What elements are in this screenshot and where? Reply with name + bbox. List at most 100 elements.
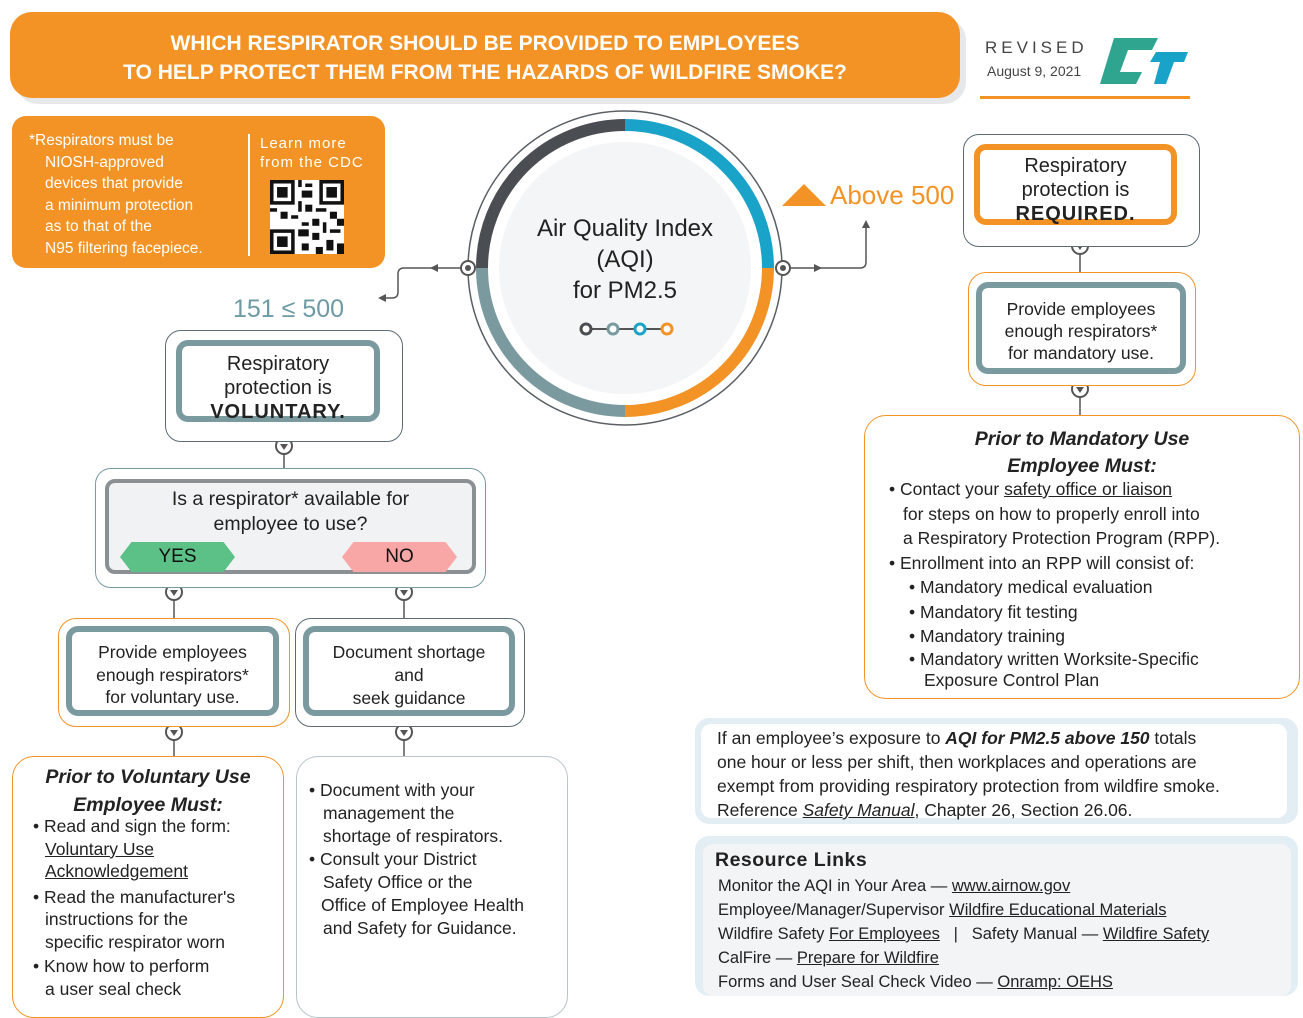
no-option[interactable]: NO <box>342 542 457 572</box>
shortage-bullet-text: management the <box>323 803 455 823</box>
resource-row: Monitor the AQI in Your Area — www.airno… <box>718 874 1288 898</box>
mandatory-sub-bullet: • Mandatory written Worksite-Specific <box>909 648 1199 669</box>
required-line: Respiratory <box>1024 155 1127 177</box>
airnow-link[interactable]: www.airnow.gov <box>951 877 1071 895</box>
voluntary-bullet: • Read and sign the form: <box>33 816 231 836</box>
note-line: NIOSH-approved <box>45 153 164 171</box>
required-line: protection is <box>1021 179 1130 201</box>
safety-manual-link[interactable]: Safety Manual <box>802 800 915 820</box>
exempt-text: totals <box>1149 728 1197 748</box>
voluntary-line: Respiratory <box>226 353 330 375</box>
voluntary-use-form-link[interactable]: Acknowledgement <box>45 861 188 881</box>
shortage-bullet-text: shortage of respirators. <box>323 826 503 846</box>
yes-option[interactable]: YES <box>120 542 235 572</box>
mandatory-sub-bullet: • Mandatory medical evaluation <box>909 577 1153 597</box>
aqi-line: Air Quality Index <box>536 215 714 242</box>
niosh-note: *Respirators must be NIOSH-approved devi… <box>12 116 385 268</box>
aqi-label: Air Quality Index (AQI) for PM2.5 <box>500 213 750 306</box>
resource-text: Forms and User Seal Check Video — <box>718 973 998 991</box>
exempt-line: one hour or less per shift, then workpla… <box>717 752 1197 772</box>
aqi-line: (AQI) <box>596 246 654 273</box>
threshold-151-500: 151 ≤ 500 <box>233 295 345 323</box>
exempt-line: If an employee’s exposure to AQI for PM2… <box>717 726 1297 750</box>
note-line: N95 filtering facepiece. <box>45 239 203 257</box>
voluntary-emphasis: VOLUNTARY. <box>210 401 346 423</box>
voluntary-provide-line: enough respirators* <box>96 664 249 685</box>
required-emphasis: REQUIRED. <box>1015 203 1136 225</box>
mandatory-sub-bullet: Exposure Control Plan <box>924 669 1100 690</box>
exempt-text: Reference <box>717 800 803 820</box>
mandatory-prior-title: Prior to Mandatory Use <box>974 428 1190 450</box>
banner-line-2: TO HELP PROTECT THEM FROM THE HAZARDS OF… <box>123 61 847 84</box>
mandatory-line: enough respirators* <box>1004 321 1158 341</box>
mandatory-line: Provide employees <box>1006 299 1156 319</box>
resource-text: CalFire — <box>718 949 797 967</box>
shortage-box: Document shortage and seek guidance <box>295 618 525 727</box>
learn-more-line: Learn more <box>260 135 347 152</box>
resource-text: Employee/Manager/Supervisor <box>718 901 950 919</box>
mandatory-sub-bullet: • Mandatory fit testing <box>909 601 1078 622</box>
learn-more-line: from the CDC <box>260 154 364 171</box>
exempt-note: If an employee’s exposure to AQI for PM2… <box>695 718 1298 824</box>
revised-label: REVISED <box>985 38 1088 57</box>
resource-text: Wildfire Safety <box>718 925 829 943</box>
shortage-line: Document shortage <box>332 642 486 662</box>
resource-links-title: Resource Links <box>715 849 868 871</box>
wildfire-safety-link[interactable]: Wildfire Safety <box>1102 925 1210 943</box>
safety-office-link[interactable]: safety office or liaison <box>1004 479 1173 499</box>
shortage-steps-box: • Document with your management the shor… <box>296 756 568 1018</box>
voluntary-provide-line: for voluntary use. <box>105 687 240 707</box>
resource-row: CalFire — Prepare for Wildfire <box>718 946 1288 970</box>
revised-date: August 9, 2021 <box>987 63 1082 79</box>
voluntary-prior-title: Employee Must: <box>73 794 223 816</box>
voluntary-use-form-link[interactable]: Voluntary Use <box>45 838 154 859</box>
resource-row: Wildfire Safety For Employees | Safety M… <box>718 922 1288 946</box>
mandatory-line: for mandatory use. <box>1008 343 1154 363</box>
threshold-above-500: Above 500 <box>830 180 955 210</box>
revised-underline <box>980 96 1190 99</box>
voluntary-prior-title: Prior to Voluntary Use <box>45 766 251 788</box>
mandatory-provide-box: Provide employees enough respirators* fo… <box>968 272 1196 386</box>
resource-text: | Safety Manual — <box>939 925 1103 943</box>
resource-links: Resource Links Monitor the AQI in Your A… <box>695 836 1298 996</box>
question-line: employee to use? <box>213 513 368 535</box>
resource-row: Employee/Manager/Supervisor Wildfire Edu… <box>718 898 1288 922</box>
mandatory-bullet: • Enrollment into an RPP will consist of… <box>889 552 1195 573</box>
mandatory-sub-bullet: • Mandatory training <box>909 626 1065 646</box>
shortage-bullet: • Consult your District <box>309 849 477 869</box>
shortage-line: and <box>394 665 424 685</box>
bullet-text: • Contact your <box>889 479 1005 499</box>
banner-line-1: WHICH RESPIRATOR SHOULD BE PROVIDED TO E… <box>170 32 800 55</box>
qr-code-icon[interactable] <box>270 180 344 254</box>
flow-connectors <box>165 220 1089 756</box>
voluntary-provide-line: Provide employees <box>98 642 247 662</box>
voluntary-bullet: • Know how to perform <box>33 956 210 976</box>
niosh-note-text: *Respirators must be NIOSH-approved devi… <box>29 130 239 259</box>
note-line: *Respirators must be <box>29 132 174 149</box>
prepare-for-wildfire-link[interactable]: Prepare for Wildfire <box>796 949 939 967</box>
title-banner: WHICH RESPIRATOR SHOULD BE PROVIDED TO E… <box>10 12 960 98</box>
note-line: as to that of the <box>45 218 152 235</box>
exempt-text: , Chapter 26, Section 26.06. <box>914 800 1133 820</box>
learn-more-cdc[interactable]: Learn more from the CDC <box>260 134 364 172</box>
voluntary-provide-box: Provide employees enough respirators* fo… <box>58 618 290 727</box>
shortage-bullet: • Document with your <box>309 780 475 800</box>
voluntary-bullet: • Read the manufacturer's <box>33 886 236 907</box>
aqi-line: for PM2.5 <box>572 277 678 304</box>
onramp-oehs-link[interactable]: Onramp: OEHS <box>997 973 1113 991</box>
mandatory-prior-box: Prior to Mandatory Use Employee Must: • … <box>864 415 1300 699</box>
exempt-text: If an employee’s exposure to <box>717 728 946 748</box>
mandatory-prior-title: Employee Must: <box>1007 455 1157 477</box>
for-employees-link[interactable]: For Employees <box>828 925 940 943</box>
exempt-line: Reference Safety Manual, Chapter 26, Sec… <box>717 798 1297 822</box>
required-box: Respiratory protection is REQUIRED. <box>963 134 1200 247</box>
exempt-line: exempt from providing respiratory protec… <box>717 776 1220 796</box>
note-divider <box>248 134 250 256</box>
chevron-down-icon <box>165 237 1089 741</box>
shortage-bullet-text: Safety Office or the <box>323 872 473 892</box>
note-line: a minimum protection <box>45 196 194 214</box>
resource-row: Forms and User Seal Check Video — Onramp… <box>718 970 1288 994</box>
bullet-text: for steps on how to properly enroll into <box>903 503 1200 524</box>
wildfire-materials-link[interactable]: Wildfire Educational Materials <box>949 901 1167 919</box>
caltrans-logo-icon <box>1100 38 1188 84</box>
